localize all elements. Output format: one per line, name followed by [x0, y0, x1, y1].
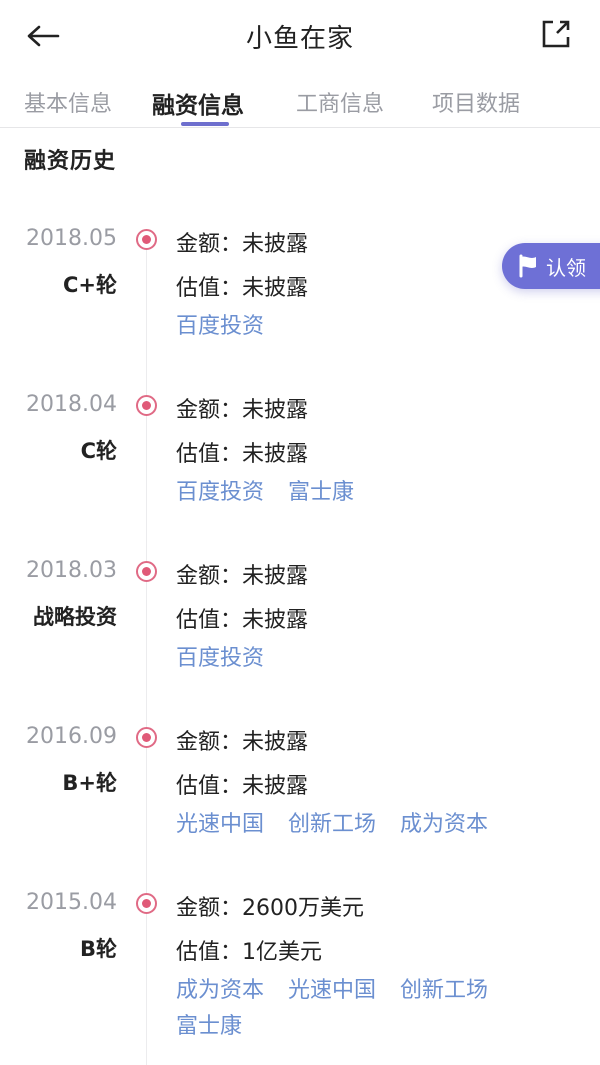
- round-stage: B轮: [79, 937, 117, 961]
- investor-link[interactable]: 百度投资: [176, 480, 265, 505]
- section-title: 融资历史: [24, 149, 117, 174]
- investor-link[interactable]: 百度投资: [176, 314, 265, 339]
- valuation-label: 估值：: [176, 940, 243, 965]
- investor-list: 成为资本 光速中国 创新工场 富士康: [176, 976, 556, 1042]
- tab-financing-info[interactable]: 融资信息: [152, 93, 244, 119]
- investor-link[interactable]: 富士康: [288, 480, 355, 505]
- round-date: 2015.04: [26, 890, 117, 915]
- round-date: 2016.09: [26, 724, 117, 749]
- amount-row: 金额：未披露: [176, 392, 308, 424]
- active-tab-indicator: [181, 122, 229, 126]
- tab-project-data[interactable]: 项目数据: [432, 92, 521, 117]
- valuation-row: 估值：未披露: [176, 602, 308, 634]
- amount-value: 未披露: [242, 232, 309, 257]
- investor-link[interactable]: 富士康: [176, 1014, 243, 1039]
- claim-button[interactable]: 认领: [502, 243, 600, 289]
- round-date: 2018.04: [26, 392, 117, 417]
- investor-list: 百度投资: [176, 644, 556, 674]
- share-button[interactable]: [540, 18, 574, 52]
- round-stage: C轮: [80, 439, 117, 463]
- arrow-left-icon: [27, 25, 60, 47]
- back-button[interactable]: [26, 18, 66, 54]
- investor-link[interactable]: 成为资本: [400, 812, 489, 837]
- page-title: 小鱼在家: [245, 24, 354, 54]
- tab-business-info[interactable]: 工商信息: [296, 92, 385, 117]
- investor-link[interactable]: 百度投资: [176, 646, 265, 671]
- amount-label: 金额：: [176, 564, 243, 589]
- amount-value: 2600万美元: [242, 896, 365, 921]
- tab-basic-info[interactable]: 基本信息: [24, 92, 113, 117]
- valuation-label: 估值：: [176, 442, 243, 467]
- amount-value: 未披露: [242, 730, 309, 755]
- round-stage: 战略投资: [33, 605, 117, 629]
- valuation-value: 1亿美元: [242, 940, 323, 965]
- investor-link[interactable]: 光速中国: [288, 978, 377, 1003]
- valuation-value: 未披露: [242, 276, 309, 301]
- round-date: 2018.03: [26, 558, 117, 583]
- timeline-line: [146, 250, 147, 1065]
- amount-value: 未披露: [242, 564, 309, 589]
- valuation-row: 估值：未披露: [176, 436, 308, 468]
- amount-row: 金额：未披露: [176, 558, 308, 590]
- timeline-dot-icon: [136, 893, 157, 914]
- valuation-label: 估值：: [176, 608, 243, 633]
- valuation-value: 未披露: [242, 608, 309, 633]
- external-link-icon: [542, 20, 570, 48]
- amount-label: 金额：: [176, 232, 243, 257]
- valuation-value: 未披露: [242, 774, 309, 799]
- valuation-row: 估值：1亿美元: [176, 934, 322, 966]
- amount-label: 金额：: [176, 730, 243, 755]
- tab-bar: 基本信息 融资信息 工商信息 项目数据: [0, 80, 600, 128]
- investor-list: 百度投资 富士康: [176, 478, 556, 508]
- investor-link[interactable]: 创新工场: [400, 978, 489, 1003]
- investor-list: 光速中国 创新工场 成为资本: [176, 810, 556, 840]
- investor-link[interactable]: 光速中国: [176, 812, 265, 837]
- valuation-label: 估值：: [176, 774, 243, 799]
- claim-label: 认领: [546, 255, 586, 280]
- round-stage: B+轮: [62, 771, 117, 795]
- valuation-row: 估值：未披露: [176, 768, 308, 800]
- timeline-dot-icon: [136, 395, 157, 416]
- valuation-label: 估值：: [176, 276, 243, 301]
- timeline-dot-icon: [136, 561, 157, 582]
- investor-list: 百度投资: [176, 312, 556, 342]
- flag-icon: [519, 254, 536, 278]
- investor-link[interactable]: 创新工场: [288, 812, 377, 837]
- amount-label: 金额：: [176, 398, 243, 423]
- amount-row: 金额：2600万美元: [176, 890, 364, 922]
- round-stage: C+轮: [62, 273, 117, 297]
- amount-value: 未披露: [242, 398, 309, 423]
- amount-row: 金额：未披露: [176, 724, 308, 756]
- amount-row: 金额：未披露: [176, 226, 308, 258]
- navbar: 小鱼在家: [0, 0, 600, 72]
- valuation-value: 未披露: [242, 442, 309, 467]
- timeline-dot-icon: [136, 229, 157, 250]
- round-date: 2018.05: [26, 226, 117, 251]
- timeline-dot-icon: [136, 727, 157, 748]
- investor-link[interactable]: 成为资本: [176, 978, 265, 1003]
- amount-label: 金额：: [176, 896, 243, 921]
- valuation-row: 估值：未披露: [176, 270, 308, 302]
